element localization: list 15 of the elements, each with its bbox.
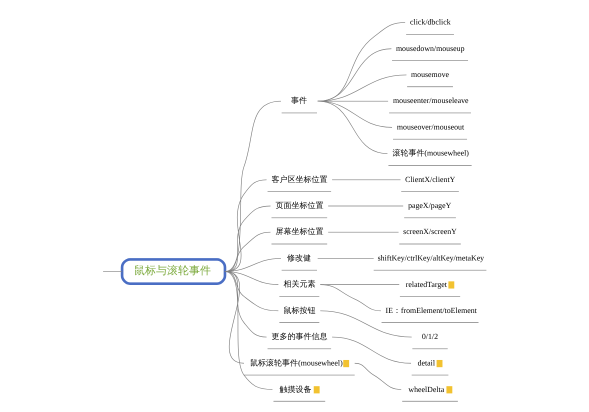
connector — [224, 258, 282, 272]
connector — [328, 232, 399, 233]
connector — [320, 310, 412, 338]
connector — [317, 74, 407, 102]
connector — [317, 100, 388, 154]
connector — [224, 271, 273, 390]
connector — [224, 271, 279, 312]
connector — [102, 271, 122, 272]
connector — [320, 284, 382, 312]
connector — [317, 258, 374, 259]
connector — [332, 179, 401, 180]
connector — [332, 336, 412, 364]
connector — [224, 100, 282, 272]
connector — [354, 362, 402, 390]
node-box: 鼠标与滚轮事件 — [120, 258, 226, 285]
